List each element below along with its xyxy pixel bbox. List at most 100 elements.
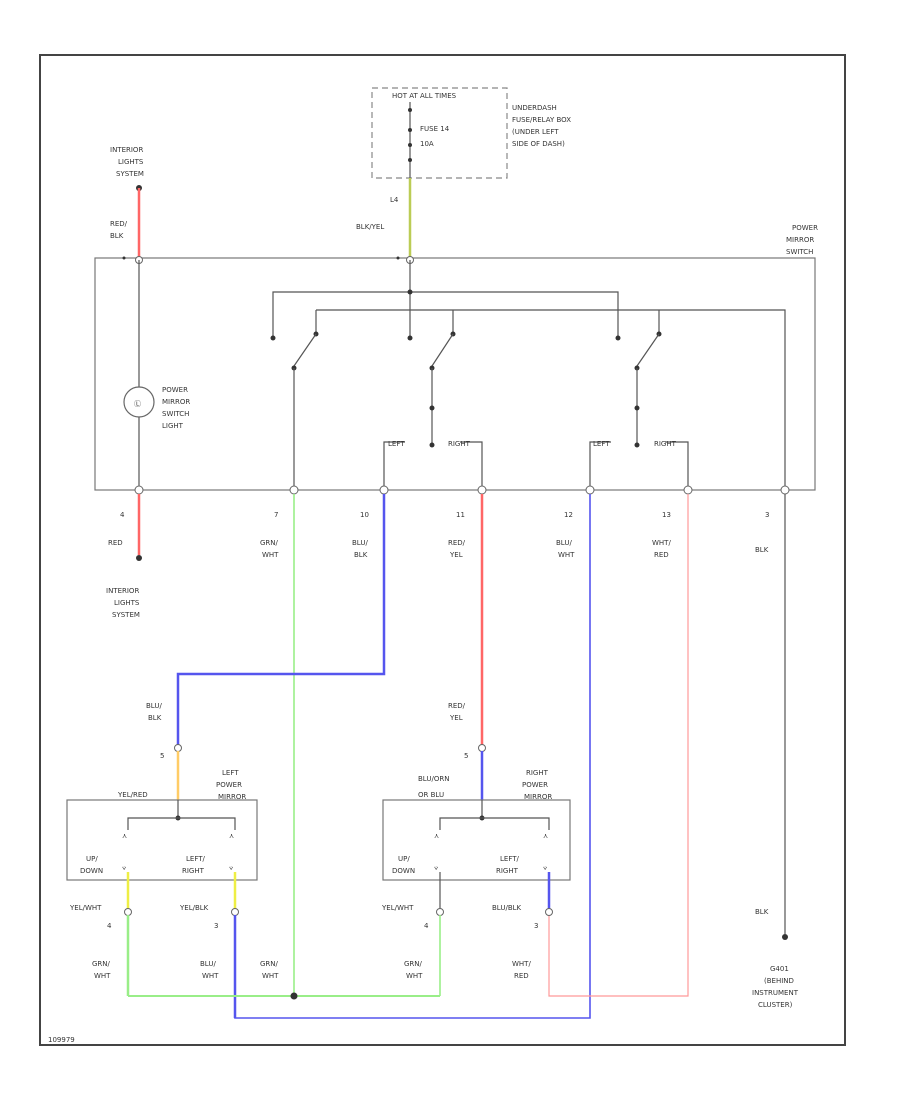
fuse-feed-wire-color: BLK/YEL	[356, 223, 384, 231]
interior-bottom-label-2: LIGHTS	[114, 599, 140, 607]
pin-12-number: 12	[564, 511, 573, 519]
right-mirror-input-terminal	[478, 744, 486, 752]
left-mirror-input-wire-1: BLU/	[146, 702, 162, 710]
switch-label-3: SWITCH	[786, 248, 813, 256]
switch-contact-left	[291, 310, 319, 490]
fuse-box	[371, 87, 508, 179]
left-mirror-input-inner: YEL/RED	[117, 791, 148, 799]
pin-11-wire-2: YEL	[449, 551, 463, 559]
fuse-node-1	[408, 108, 412, 112]
splice-wire-2: WHT	[262, 972, 279, 980]
bus-node-mid	[407, 335, 413, 341]
left-power-mirror	[66, 799, 258, 881]
pin-13-number: 13	[662, 511, 671, 519]
ground-label-3: INSTRUMENT	[752, 989, 799, 997]
right-mirror-input-pin: 5	[464, 752, 468, 760]
right-mirror-label-2: POWER	[522, 781, 548, 789]
left-mirror-label-3: MIRROR	[218, 793, 246, 801]
pin-4-number: 4	[120, 511, 125, 519]
switch-label-1: POWER	[792, 224, 818, 232]
right-out1-inner: YEL/WHT	[381, 904, 414, 912]
right-mirror-input-wire-2: YEL	[449, 714, 463, 722]
switch-terminal-11	[477, 485, 487, 495]
switch-light-lamp	[123, 386, 155, 418]
right-mirror-branch	[439, 817, 550, 830]
right-motor2-label-2: RIGHT	[496, 867, 519, 875]
interior-top-label-3: SYSTEM	[116, 170, 144, 178]
left-mirror-input-terminal	[174, 744, 182, 752]
wire-pin10-blue	[176, 494, 386, 745]
pin-10-wire-1: BLU/	[352, 539, 368, 547]
pin-10-number: 10	[360, 511, 369, 519]
left-motor1-label-2: DOWN	[80, 867, 103, 875]
bus-node-left	[270, 335, 276, 341]
selector-left-a-left: LEFT	[388, 440, 405, 448]
pin-10-wire-2: BLK	[354, 551, 368, 559]
right-out1-wire-1: GRN/	[404, 960, 423, 968]
switch-contact-right	[634, 310, 662, 448]
selector-right-a-right: RIGHT	[654, 440, 677, 448]
interior-top-wire-color-2: BLK	[110, 232, 124, 240]
diagram-frame	[39, 54, 846, 1046]
right-motor1-label-1: UP/	[398, 855, 410, 863]
switch-terminal-3	[780, 485, 790, 495]
fuse-location-line-3: (UNDER LEFT	[512, 128, 559, 136]
fuse-node-2	[408, 128, 412, 132]
left-mirror-input-pin: 5	[160, 752, 164, 760]
interior-top-label-1: INTERIOR	[110, 146, 143, 154]
switch-contact-mid	[429, 310, 456, 448]
ground-label-2: (BEHIND	[764, 977, 794, 985]
left-out1-wire-1: GRN/	[92, 960, 111, 968]
left-motor2-arrow: ⋏	[229, 832, 234, 840]
green-splice	[290, 992, 298, 1000]
left-out2-wire-2: WHT	[202, 972, 219, 980]
left-motor2-label-1: LEFT/	[186, 855, 206, 863]
left-out2-wire-1: BLU/	[200, 960, 216, 968]
right-out2-wire-2: RED	[514, 972, 529, 980]
diagram-id: 109979	[48, 1036, 75, 1044]
switch-label-2: MIRROR	[786, 236, 814, 244]
selector-right-bracket-a	[589, 441, 611, 490]
left-out1-inner: YEL/WHT	[69, 904, 102, 912]
right-motor2-symbol: ⩒	[543, 864, 548, 872]
switch-terminal-4	[134, 485, 144, 495]
switch-bus	[272, 291, 619, 338]
left-motor2-symbol: ⩒	[229, 864, 234, 872]
selector-left-a-right: RIGHT	[448, 440, 471, 448]
pin-7-wire-1: GRN/	[260, 539, 279, 547]
left-mirror-out1-terminal	[124, 908, 132, 916]
pin-4-wire-1: RED	[108, 539, 123, 547]
right-mirror-out2-terminal	[545, 908, 553, 916]
wire-pin12-blue	[234, 494, 591, 1019]
left-motor1-label-1: UP/	[86, 855, 98, 863]
right-mirror-input-inner-2: OR BLU	[418, 791, 444, 799]
ground-return-wire	[316, 309, 786, 490]
bus-junction	[407, 289, 413, 295]
wire-pin13-red	[548, 494, 689, 997]
pin-3-wire-1: BLK	[755, 546, 769, 554]
switch-terminal-12	[585, 485, 595, 495]
interior-bottom-connector	[136, 555, 142, 561]
right-mirror-out1-terminal	[436, 908, 444, 916]
left-motor2-label-2: RIGHT	[182, 867, 205, 875]
switch-box-marker-feed	[396, 256, 400, 260]
selector-left-bracket-a	[383, 441, 405, 490]
switch-terminal-10	[379, 485, 389, 495]
switch-box-marker-left	[122, 256, 126, 260]
left-out2-inner: YEL/BLK	[179, 904, 209, 912]
pin-12-wire-2: WHT	[558, 551, 575, 559]
right-motor1-arrow: ⋏	[434, 832, 439, 840]
right-mirror-label-3: MIRROR	[524, 793, 552, 801]
left-mirror-out2-terminal	[231, 908, 239, 916]
pin-7-number: 7	[274, 511, 278, 519]
interior-top-label-2: LIGHTS	[118, 158, 144, 166]
left-out2-pin: 3	[214, 922, 218, 930]
fuse-rating: 10A	[420, 140, 434, 148]
left-motor1-symbol: ⩒	[122, 864, 127, 872]
right-mirror-label-1: RIGHT	[526, 769, 549, 777]
pin-13-wire-2: RED	[654, 551, 669, 559]
bus-node-right	[615, 335, 621, 341]
interior-top-wire-color-1: RED/	[110, 220, 128, 228]
left-mirror-label-2: POWER	[216, 781, 242, 789]
hot-at-all-times-label: HOT AT ALL TIMES	[392, 92, 457, 100]
